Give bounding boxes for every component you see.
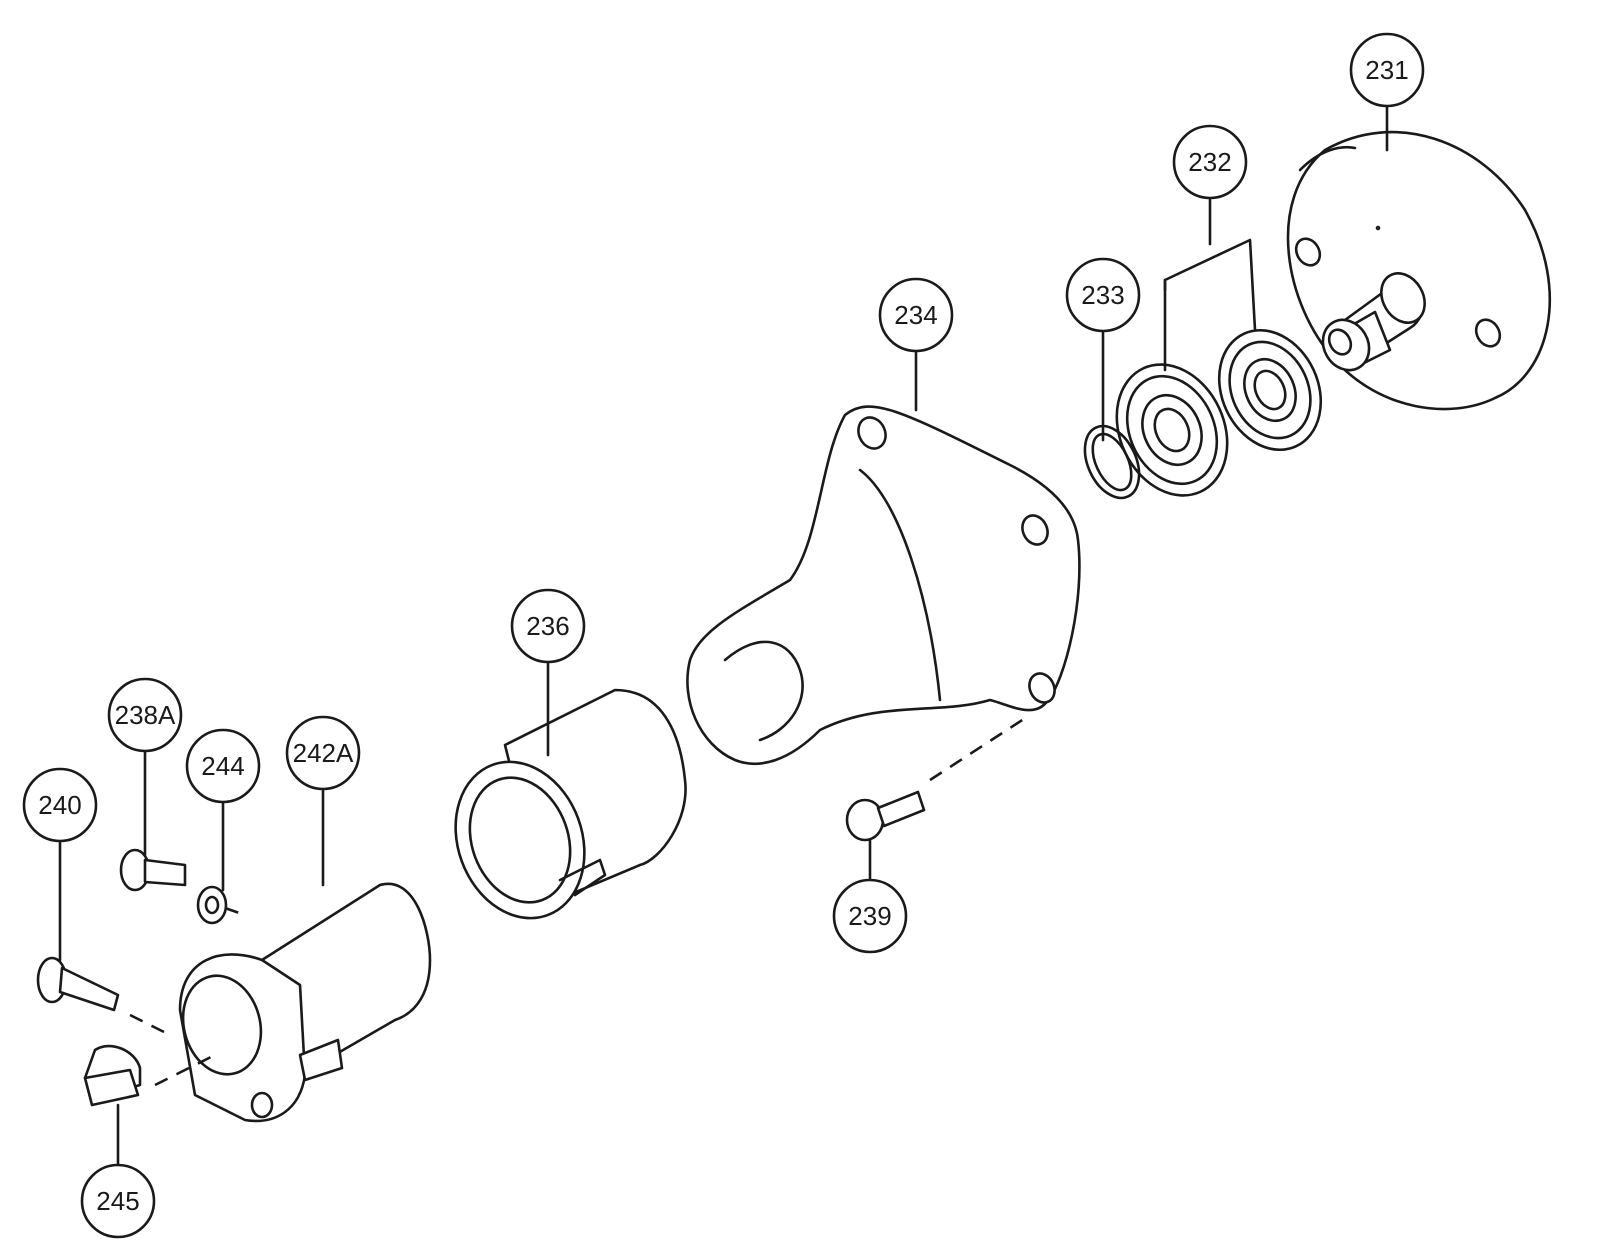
leader-232-branch bbox=[1163, 238, 1257, 332]
part-239-bolt bbox=[845, 713, 1031, 842]
callout-244-label: 244 bbox=[201, 751, 244, 781]
part-245-cap bbox=[83, 1044, 142, 1107]
part-242A-housing bbox=[154, 882, 432, 1123]
callout-236-label: 236 bbox=[526, 611, 569, 641]
callout-233: 233 bbox=[1065, 257, 1141, 333]
part-234-gear-case bbox=[686, 405, 1081, 766]
part-244-washer bbox=[196, 885, 246, 925]
callout-234-label: 234 bbox=[894, 300, 937, 330]
part-231-clutch-drum bbox=[1286, 130, 1552, 411]
part-232-bearings bbox=[1115, 328, 1323, 497]
callout-242A: 242A bbox=[285, 715, 361, 791]
callout-239: 239 bbox=[832, 878, 908, 954]
callout-245-label: 245 bbox=[96, 1186, 139, 1216]
callout-244: 244 bbox=[185, 728, 261, 804]
callout-238A-label: 238A bbox=[115, 700, 176, 730]
leader-lines bbox=[58, 104, 1389, 1167]
callout-239-label: 239 bbox=[848, 901, 891, 931]
callout-233-label: 233 bbox=[1081, 280, 1124, 310]
part-240-knob-bolt bbox=[36, 956, 171, 1037]
part-236-sleeve bbox=[454, 688, 687, 920]
part-233-snap-ring bbox=[1083, 424, 1141, 500]
callout-231: 231 bbox=[1349, 32, 1425, 108]
callout-231-label: 231 bbox=[1365, 55, 1408, 85]
callout-240-label: 240 bbox=[38, 790, 81, 820]
callout-232: 232 bbox=[1172, 124, 1248, 200]
callout-245: 245 bbox=[80, 1163, 156, 1239]
callout-232-label: 232 bbox=[1188, 147, 1231, 177]
callout-234: 234 bbox=[878, 277, 954, 353]
callout-242A-label: 242A bbox=[293, 738, 354, 768]
callout-238A: 238A bbox=[107, 677, 183, 753]
callout-236: 236 bbox=[510, 588, 586, 664]
part-238A-knob-bolt bbox=[119, 848, 187, 892]
callout-240: 240 bbox=[22, 767, 98, 843]
